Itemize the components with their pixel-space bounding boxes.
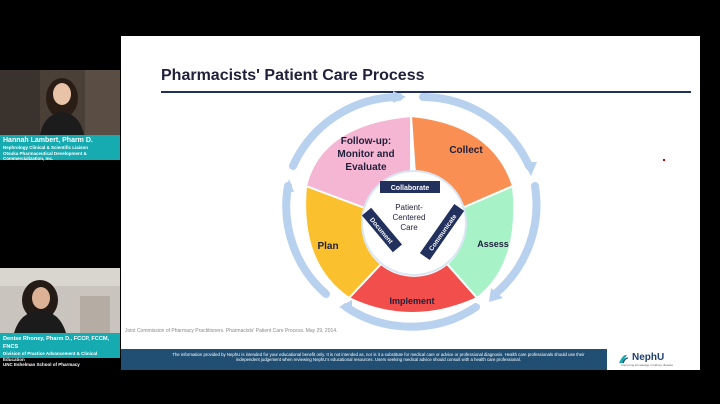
center-text-2: Centered [393,213,426,222]
arrowhead-5 [393,91,406,103]
presenter-2-title: Division of Practice Advancement & Clini… [3,351,98,362]
cycle-arrowheads [284,91,537,314]
patient-care-process-diagram: Collect Assess Implement Plan Follow-up:… [282,91,541,331]
label-followup-1: Follow-up: [341,136,392,147]
ring-arc-3 [342,303,480,331]
badge-collaborate: Collaborate [380,181,440,193]
presenter-1-title: Nephrology Clinical & Scientific Liaison [3,145,89,150]
presenter-2-panel: Denise Rhoney, Pharm D., FCCP, FCCM, FNC… [0,268,120,367]
presenter-1-name: Hannah Lambert, Pharm D. [3,137,93,144]
center-text-1: Patient- [395,203,423,212]
arrowhead-4 [284,179,294,192]
badge-collaborate-label: Collaborate [391,185,430,192]
center-circle [361,170,467,276]
presenter-2-caption: Denise Rhoney, Pharm D., FCCP, FCCM, FNC… [0,333,120,367]
title-underline [161,91,691,93]
nephu-tagline: Improving knowledge in kidney disease [621,363,674,367]
arrowhead-3 [339,300,352,314]
presenter-2-name: Denise Rhoney, Pharm D., FCCP, FCCM, FNC… [3,336,110,350]
presenter-1-caption: Hannah Lambert, Pharm D. Nephrology Clin… [0,135,120,162]
label-implement: Implement [389,296,434,306]
label-followup-2: Monitor and [337,149,394,160]
presenter-1-org: Otsuka Pharmaceutical Development & Comm… [3,150,87,162]
cycle-ring [282,93,541,331]
slide-citation: Joint Commission of Pharmacy Practitione… [125,328,338,334]
presenter-1-video [0,70,120,135]
label-assess: Assess [477,239,509,249]
slide-title: Pharmacists' Patient Care Process [161,67,425,84]
ring-arc-4 [282,182,330,298]
ring-arc-2 [491,182,541,298]
presentation-slide: Pharmacists' Patient Care Process [121,36,700,370]
arrowhead-2 [489,288,503,302]
ring-arc-5 [289,93,403,170]
presenter-2-org: UNC Eshelman School of Pharmacy [3,362,80,367]
ring-arc-1 [419,93,533,170]
presenter-1-panel: Hannah Lambert, Pharm D. Nephrology Clin… [0,70,120,162]
label-plan: Plan [317,241,338,252]
disclaimer-text: The information provided by NephU is int… [172,352,585,363]
label-followup-3: Evaluate [345,162,387,173]
center-text-3: Care [400,223,418,232]
slide-footer: The information provided by NephU is int… [121,349,700,370]
laser-pointer [663,159,665,161]
nephu-logo-icon [619,354,629,364]
label-collect: Collect [449,145,483,156]
nephu-logo-text: NephU [632,352,665,363]
nephu-logo: NephU Improving knowledge in kidney dise… [607,349,700,370]
presenter-2-video [0,268,120,333]
arrowhead-1 [523,162,537,176]
